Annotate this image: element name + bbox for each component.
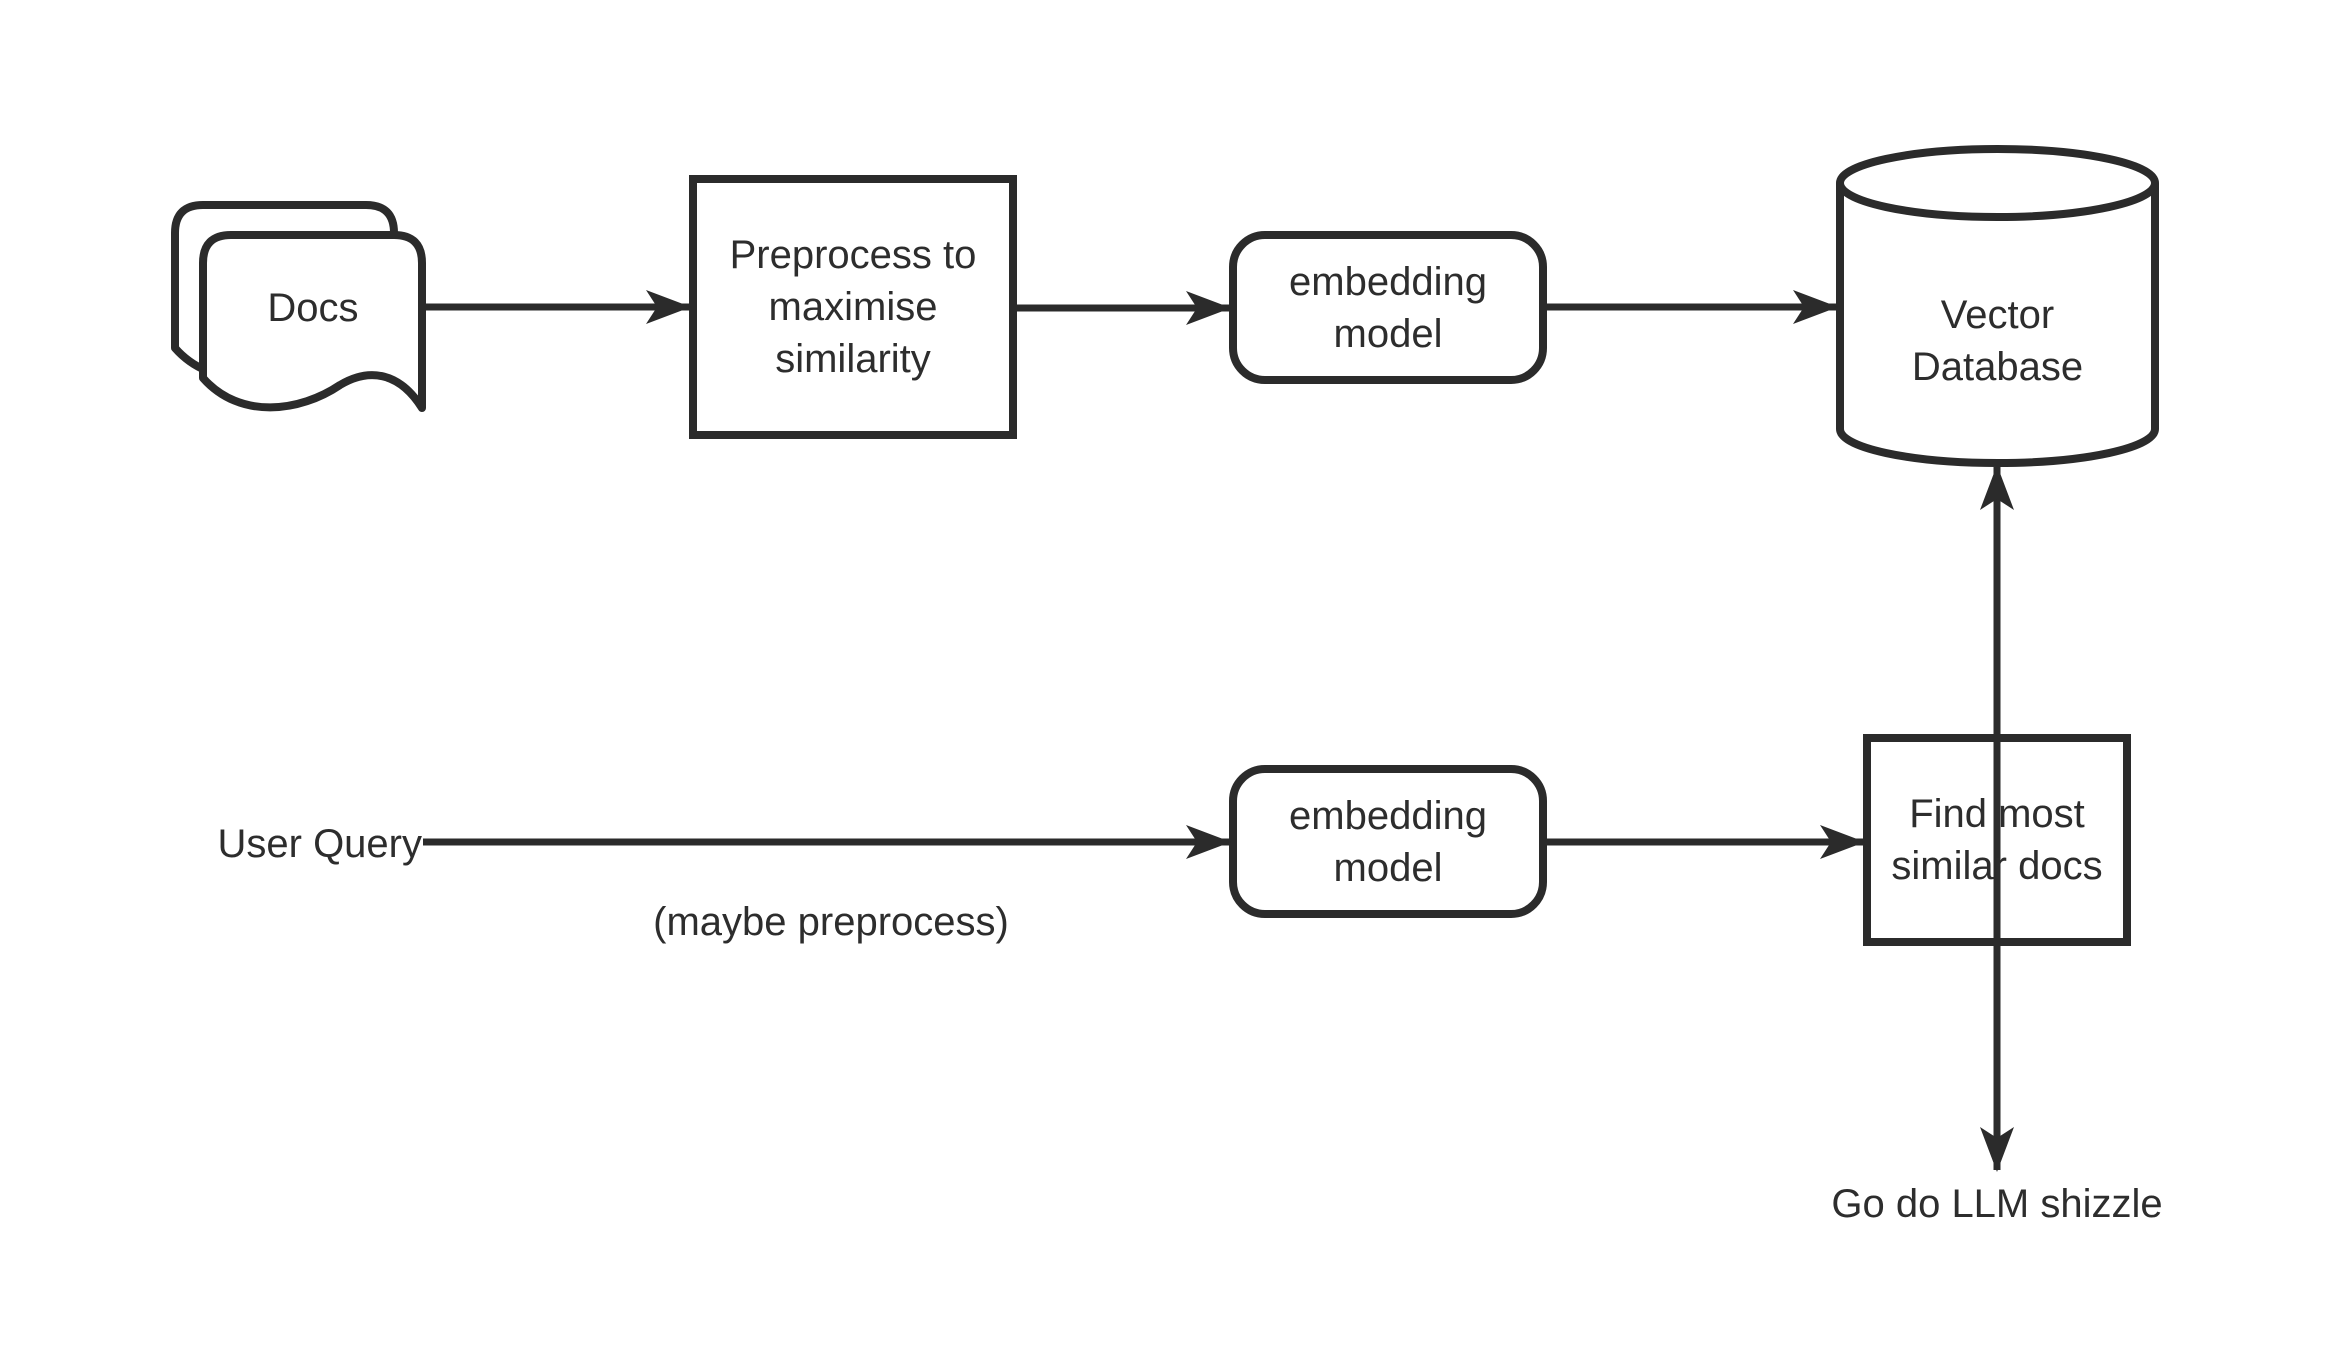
llm-output-label: Go do LLM shizzle	[1831, 1182, 2163, 1226]
maybe-preprocess-note: (maybe preprocess)	[653, 900, 1009, 944]
diagram-edges	[423, 290, 2014, 1172]
cylinder-body	[1836, 183, 2159, 467]
embedding-model-top-box	[1229, 231, 1547, 384]
cylinder-top	[1836, 145, 2159, 221]
docs-front-sheet	[199, 231, 426, 412]
docs-multi-document-icon	[171, 201, 426, 412]
embedding-model-bottom-box	[1229, 765, 1547, 918]
user-query-label: User Query	[217, 822, 423, 866]
vector-database-cylinder	[1836, 145, 2159, 467]
preprocess-box	[689, 175, 1017, 439]
